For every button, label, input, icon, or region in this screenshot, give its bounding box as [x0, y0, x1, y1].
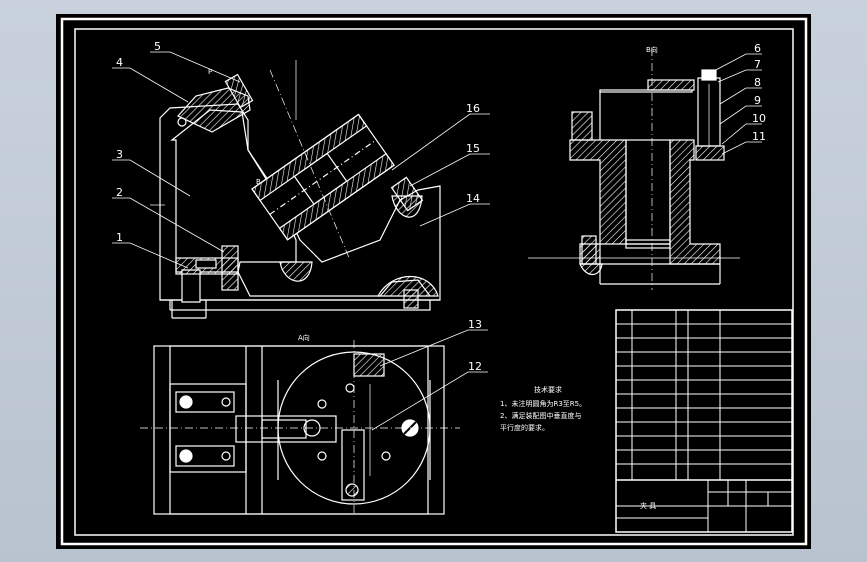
view-label-a: A向 [298, 333, 310, 342]
part-label-1: 1 [116, 231, 123, 244]
part-label-14: 14 [466, 192, 480, 205]
part-label-7: 7 [754, 58, 761, 71]
part-label-16: 16 [466, 102, 480, 115]
top-leaders [371, 329, 488, 431]
part-label-13: 13 [468, 318, 482, 331]
tech-req-title: 技术要求 [534, 385, 562, 394]
front-view [150, 60, 441, 319]
title-block-label: 夹 具 [640, 501, 656, 510]
front-leaders [112, 51, 490, 269]
side-view [528, 48, 740, 290]
part-label-15: 15 [466, 142, 480, 155]
section-mark-p: P [208, 68, 212, 76]
tech-req-line-1: 1、未注明圆角为R3至R5。 [500, 399, 586, 408]
part-label-9: 9 [754, 94, 761, 107]
part-label-5: 5 [154, 40, 161, 53]
part-label-6: 6 [754, 42, 761, 55]
outer-border [60, 17, 808, 546]
part-label-4: 4 [116, 56, 123, 69]
technical-requirements: 技术要求 1、未注明圆角为R3至R5。 2、满足装配图中垂直度与 平行度的要求。 [500, 385, 586, 432]
part-label-2: 2 [116, 186, 123, 199]
title-block [615, 309, 793, 533]
tech-req-line-3: 平行度的要求。 [500, 423, 549, 432]
part-label-3: 3 [116, 148, 123, 161]
section-mark-b: B [256, 178, 261, 186]
side-leaders [711, 53, 762, 155]
part-label-8: 8 [754, 76, 761, 89]
part-label-10: 10 [752, 112, 766, 125]
view-label-b: B向 [646, 45, 658, 54]
part-label-12: 12 [468, 360, 482, 373]
top-view [140, 340, 460, 515]
tech-req-line-2: 2、满足装配图中垂直度与 [500, 411, 581, 420]
part-label-11: 11 [752, 130, 766, 143]
inner-border [74, 28, 794, 536]
part-labels: 1 2 3 4 5 6 7 8 9 10 11 12 13 14 15 16 [116, 40, 766, 373]
